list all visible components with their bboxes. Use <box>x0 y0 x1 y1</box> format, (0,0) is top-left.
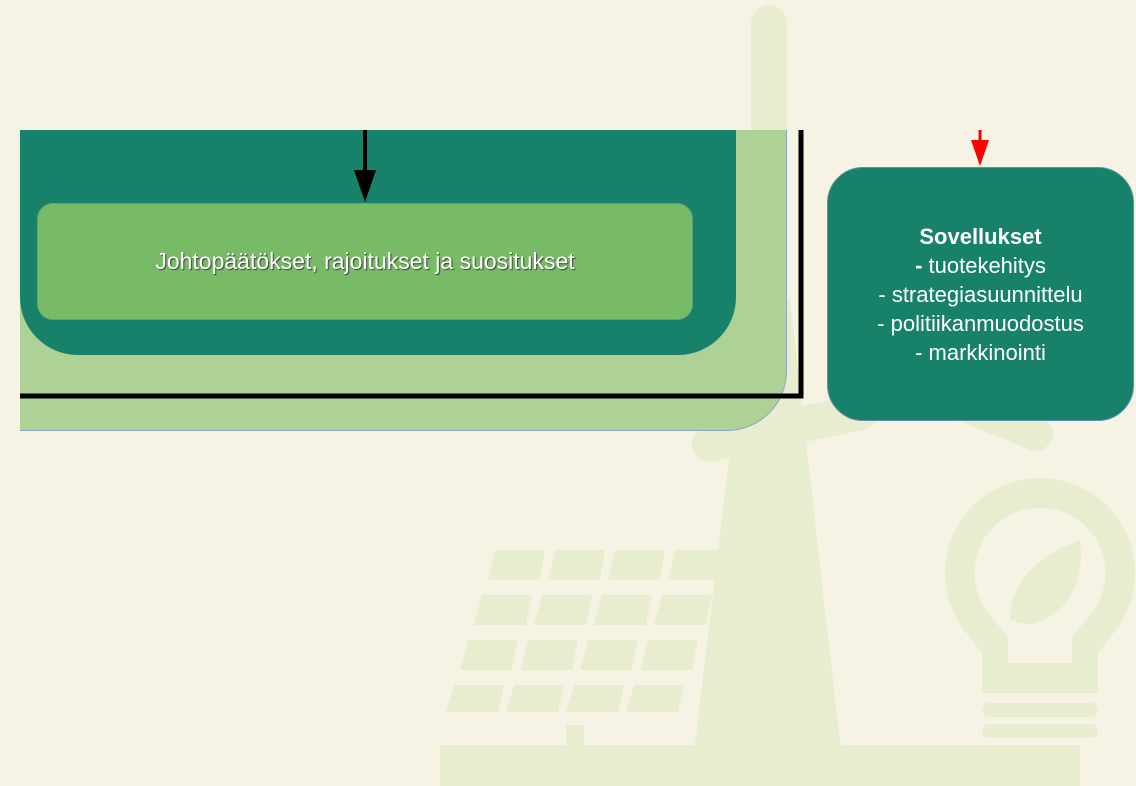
solar-panel-icon <box>440 550 1080 786</box>
lightbulb-leaf-icon <box>944 477 1136 760</box>
applications-item: - tuotekehitys <box>915 252 1046 278</box>
applications-item: - politiikanmuodostus <box>877 310 1084 336</box>
applications-title: Sovellukset <box>919 223 1042 249</box>
feedback-loop-line <box>20 130 804 399</box>
applications-item: - strategiasuunnittelu <box>878 281 1083 307</box>
red-arrow-down-icon <box>971 140 989 166</box>
applications-item: - markkinointi <box>915 339 1046 365</box>
conclusions-box: Johtopäätökset, rajoitukset ja suosituks… <box>37 203 693 320</box>
applications-box: Sovellukset - tuotekehitys - strategiasu… <box>827 167 1134 421</box>
conclusions-label: Johtopäätökset, rajoitukset ja suosituks… <box>155 248 575 274</box>
arrow-down-icon <box>354 170 376 202</box>
